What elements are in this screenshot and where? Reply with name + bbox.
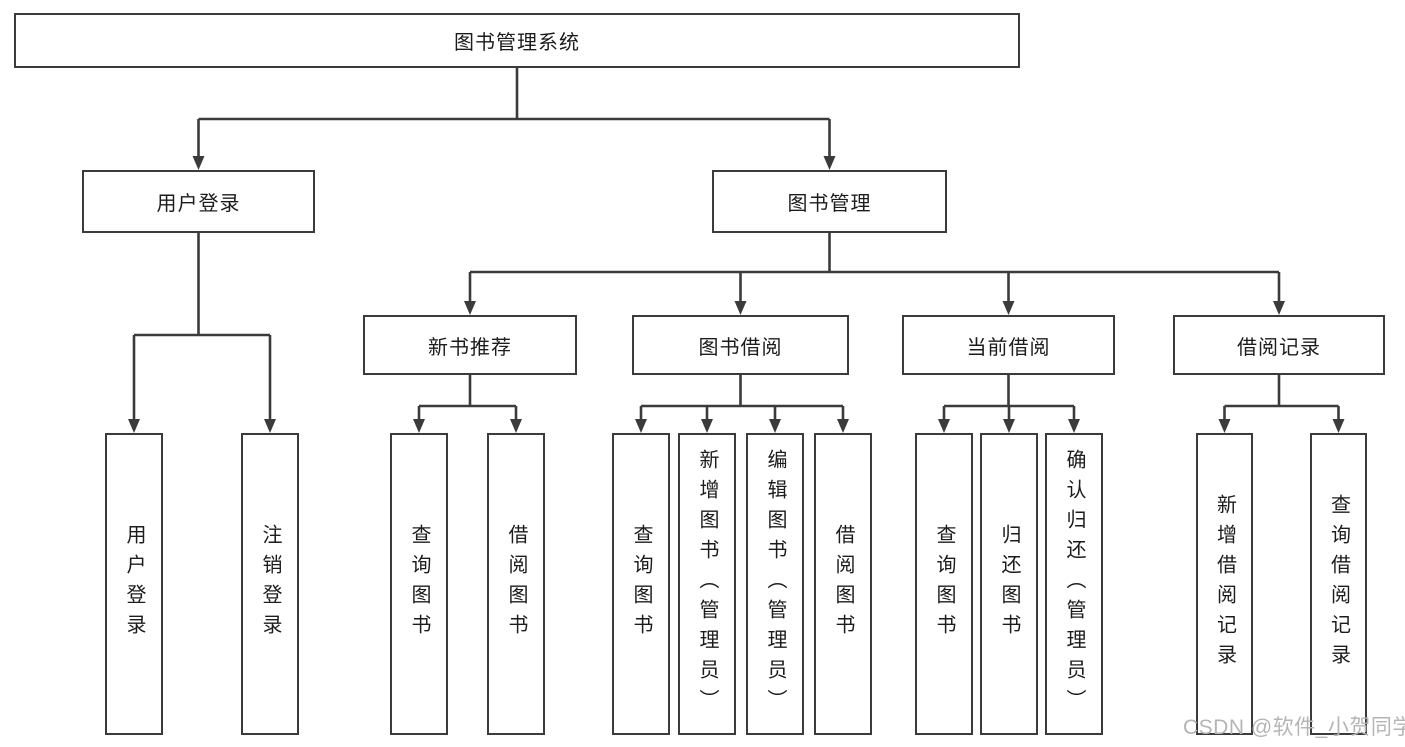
connector-user-login-branch: [128, 233, 276, 433]
connector-root-branch: [192, 68, 836, 170]
node-user-login: 用户登录: [82, 170, 315, 233]
connector-book-management-branch: [464, 233, 1285, 315]
node-borrow-records: 借阅记录: [1173, 315, 1385, 375]
node-query-books-borrowing: 查询图书: [612, 433, 670, 735]
node-logout: 注销登录: [241, 433, 299, 735]
csdn-watermark: CSDN @软件_小贺同学: [1183, 716, 1405, 739]
connector-book-borrowing-branch: [635, 375, 849, 433]
node-book-borrowing: 图书借阅: [632, 315, 849, 375]
node-query-borrow-record: 查询借阅记录: [1310, 433, 1367, 735]
node-book-management-system: 图书管理系统: [14, 13, 1020, 68]
node-borrow-books-recommend: 借阅图书: [487, 433, 545, 735]
connector-current-borrowing-branch: [938, 375, 1080, 433]
node-add-book-admin: 新增图书（管理员）: [678, 433, 736, 735]
node-book-management: 图书管理: [712, 170, 947, 233]
node-current-borrowing: 当前借阅: [902, 315, 1115, 375]
connector-borrow-records-branch: [1218, 375, 1345, 433]
node-return-book: 归还图书: [980, 433, 1038, 735]
node-borrow-book: 借阅图书: [814, 433, 872, 735]
node-confirm-return-admin: 确认归还（管理员）: [1045, 433, 1103, 735]
connector-new-book-recommend-branch: [413, 375, 522, 433]
node-query-books-current: 查询图书: [915, 433, 973, 735]
node-edit-book-admin: 编辑图书（管理员）: [746, 433, 804, 735]
node-add-borrow-record: 新增借阅记录: [1196, 433, 1253, 735]
node-user-login-action: 用户登录: [105, 433, 163, 735]
node-query-books-recommend: 查询图书: [390, 433, 448, 735]
node-new-book-recommend: 新书推荐: [363, 315, 577, 375]
